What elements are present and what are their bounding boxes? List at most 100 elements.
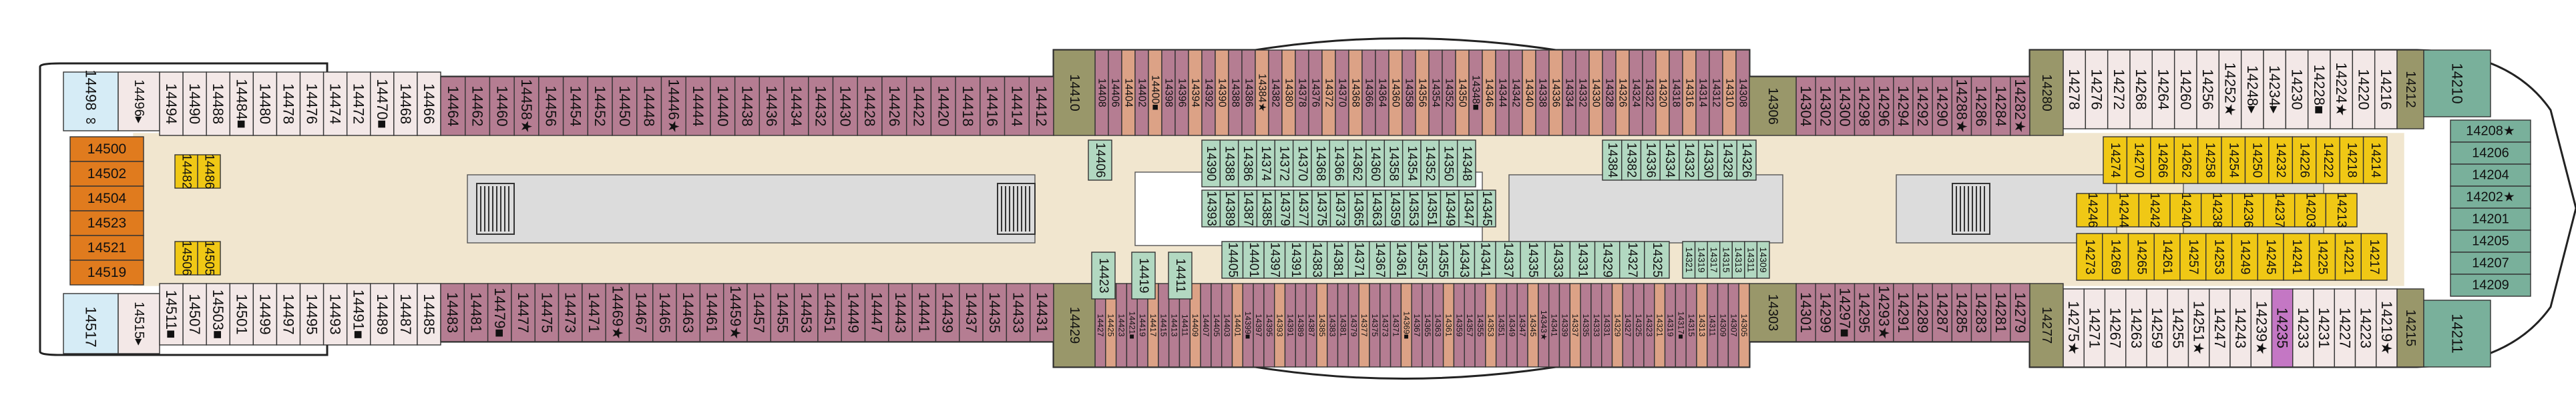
aft-stack-cell [69,235,144,261]
green-center-top-label: 14328 [1720,143,1734,178]
row-top-mid-cell [562,76,589,136]
row-top-fwd-label: 14284 [1992,85,2009,126]
row-top-mid-cell [587,76,613,136]
yellow-fwd-bot-cell [2205,233,2233,281]
row-top-mid-cell [808,76,834,136]
green-center-bot-cell [1495,241,1521,279]
aft-stack-label: 14521 [87,240,126,256]
yellow-fwd-bot-label: 14221 [2341,240,2355,275]
yellow-fwd-mid-cell [2138,193,2171,228]
row-top-center-label: 14376 [1310,78,1321,107]
row-bot-mid-label: 14469★ [609,286,626,340]
yellow-fwd-top-cell [2173,136,2199,184]
stair-tower-label: 14429 [1067,307,1082,344]
row-bot-mid-label: 14433 [1010,292,1027,333]
green-center-top-label: 14334 [1663,143,1677,178]
row-top-fwd-label: 14288★ [1953,79,1970,133]
row-top-mid-label: 14420 [935,85,951,126]
row-bot-aft-label: 14499 [256,294,273,334]
row-bot-aft-label: 14487 [397,294,414,334]
row-bot-center-label: 14327 [1623,314,1633,336]
green-upper-label: 14370 [1295,146,1309,181]
row-bot-mid-cell [558,283,583,342]
green-upper-cell [1347,139,1367,187]
row-top-mid-label: 14448 [641,85,658,126]
row-bot-mid-cell [793,283,819,342]
row-bot-bow-label: 14267 [2107,308,2124,348]
row-bot-fwd-label: 14295 [1856,292,1873,333]
green-lower-top-cell [1238,189,1258,228]
aft-stack-cell [69,185,144,212]
row-top-aft-cell [229,71,254,136]
row-bot-bow-label: 14219★ [2378,301,2395,355]
green-center-low-label: 14315 [1721,247,1731,273]
row-bot-center-label: 14333 [1592,314,1601,336]
yellow-fwd-top-cell [2244,136,2270,184]
row-top-fwd-label: 14296 [1876,85,1892,126]
row-top-aft-label: 14474 [327,83,344,124]
row-top-aft-cell [182,71,207,136]
yellow-fwd-top-label: 14262 [2179,143,2193,178]
row-top-center-label: 14314 [1697,78,1709,107]
bow-stack-cell [2450,119,2531,143]
row-bot-fwd-label: 14297■ [1836,288,1853,337]
green-center-low-label: 14321 [1684,247,1694,272]
row-top-mid-label: 14430 [837,85,853,126]
bow-stack-label: 14205 [2472,234,2509,249]
bow-stack-cell [2450,141,2531,165]
green-center-bot-label: 14337 [1501,242,1515,278]
row-top-fwd-label: 14298 [1856,85,1873,126]
row-bot-center-label: 14337 [1570,314,1580,336]
row-top-bow-label: 14230 [2289,69,2306,109]
row-bot-aft-cell [346,283,371,346]
row-top-fwd-label: 14300 [1836,85,1853,126]
green-center-bot-label: 14327 [1625,242,1639,278]
row-top-mid-label: 14434 [788,85,805,126]
bow-stack-cell [2450,163,2531,187]
row-top-bow-cell [2196,49,2220,129]
stair-tower-cell [2029,49,2064,136]
row-top-fwd-cell [1951,76,1972,136]
yellow-aft-top-cell [174,154,198,189]
row-bot-center-label: 14331 [1602,314,1612,336]
row-bot-center-label: 14419 [1138,314,1147,336]
green-lower-bot-cell [1369,241,1391,279]
row-top-aft-cell [206,71,230,136]
green-lower-bot-cell [1326,241,1349,279]
row-bot-center-label: 14323 [1645,314,1654,336]
row-top-aft-label: 14472 [351,83,367,124]
row-bot-bow-cell [2083,288,2106,368]
row-bot-center-label: 14371 [1391,314,1400,336]
green-upper-cell [1383,139,1404,187]
green-lower-bot-label: 14361 [1394,242,1408,278]
row-bot-center-label: 14359 [1454,314,1464,336]
row-top-bow-cell [2107,49,2131,129]
yellow-fwd-mid-label: 14238 [2210,193,2224,228]
row-bot-bow-cell [2271,288,2294,368]
yellow-fwd-bot-cell [2334,233,2362,281]
row-top-center-label: 14340 [1524,78,1535,107]
row-bot-mid-label: 14483 [444,292,461,333]
row-top-center-label: 14408 [1096,78,1108,107]
row-bot-bow-cell [2292,288,2314,368]
green-lower-top-cell [1311,189,1331,228]
stair-icon [997,183,1036,235]
row-bot-bow-cell [2063,288,2085,368]
green-lower-top-label: 14359 [1387,191,1402,226]
row-bot-center-label: 14341 [1550,314,1559,336]
row-bot-bow-cell [2167,288,2189,368]
row-bot-mid-label: 14455 [774,292,791,333]
row-bot-mid-label: 14479■ [491,288,508,337]
yellow-fwd-mid-label: 14213 [2334,193,2348,228]
row-top-center-label: 14348■ [1470,75,1482,111]
green-lower-bot-label: 14343 [1457,242,1471,278]
aft-bot-cabin [63,293,119,354]
row-bot-bow-label: 14247 [2211,308,2228,348]
row-top-center-label: 14312 [1711,78,1722,107]
stair-tower-cell [1749,283,1797,342]
row-bot-center-label: 14363 [1434,314,1443,336]
row-top-mid-label: 14462 [469,85,486,126]
row-bot-fwd-label: 14293★ [1876,286,1892,340]
row-top-mid-label: 14414 [1008,85,1025,126]
green-lower-top-label: 14365 [1351,191,1365,226]
